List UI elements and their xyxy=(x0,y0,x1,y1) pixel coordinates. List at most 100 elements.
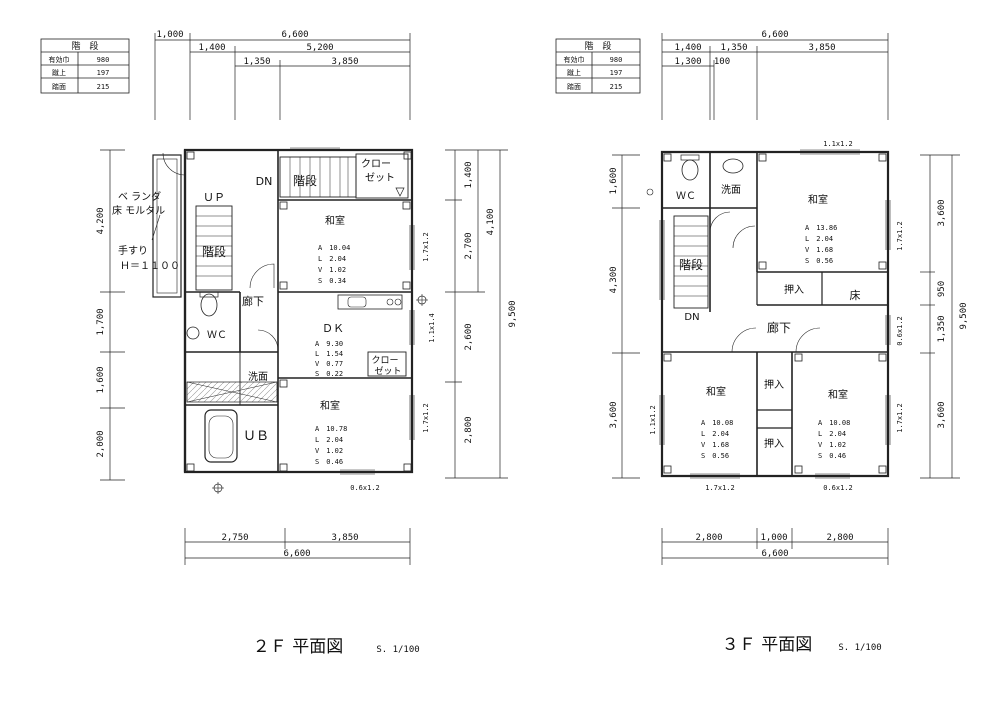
dimension-label: 1,000 xyxy=(760,533,787,543)
dimension-label: 3,600 xyxy=(937,199,947,226)
room-spec: A 13.86 xyxy=(805,224,837,232)
room-name: 和室 xyxy=(808,193,828,206)
room-spec: L 2.04 xyxy=(701,430,729,438)
window-label: 1.7x1.2 xyxy=(705,484,735,492)
label-stairs: 階段 xyxy=(293,173,317,188)
window-label: 0.6x1.2 xyxy=(896,316,904,346)
dimension-label: 3,600 xyxy=(609,401,619,428)
label-hallway: 廊下 xyxy=(767,320,791,335)
stair-table-label: 蹴上 xyxy=(567,68,581,77)
dimension-label: 2,750 xyxy=(221,533,248,543)
dimension-label: 1,600 xyxy=(609,167,619,194)
room-spec: S 0.56 xyxy=(805,257,833,265)
dimension-label: 4,200 xyxy=(96,207,106,234)
dimension-label: 100 xyxy=(714,57,730,67)
dimension-label: 6,600 xyxy=(281,30,308,40)
label-closet: ゼット xyxy=(374,365,401,377)
stair-table-label: 踏面 xyxy=(52,82,66,91)
stair-table-value: 197 xyxy=(610,69,623,77)
dimension-label: 1,400 xyxy=(198,43,225,53)
label-unit-bath: ＵＢ xyxy=(243,429,269,444)
room-spec: V 0.77 xyxy=(315,360,343,368)
dimension-label: 9,500 xyxy=(508,300,518,327)
dimension-label: 6,600 xyxy=(761,30,788,40)
dimension-label: 1,000 xyxy=(156,30,183,40)
label-handrail-height: Ｈ＝１１００ xyxy=(120,261,180,272)
dimension-label: 6,600 xyxy=(761,549,788,559)
window-label: 1.1x1.2 xyxy=(823,140,853,148)
room-spec: S 0.46 xyxy=(818,452,846,460)
window-label: 1.7x1.2 xyxy=(422,232,430,262)
room-spec: A 10.08 xyxy=(701,419,733,427)
dimension-label: 2,800 xyxy=(695,533,722,543)
room-name: ＤＫ xyxy=(322,322,344,335)
label-stairs: 階段 xyxy=(202,244,226,259)
room-spec: S 0.22 xyxy=(315,370,343,378)
room-spec: L 2.04 xyxy=(318,255,346,263)
room-name: 和室 xyxy=(320,399,340,412)
room-spec: S 0.56 xyxy=(701,452,729,460)
room-spec: A 10.08 xyxy=(818,419,850,427)
room-name: 和室 xyxy=(325,214,345,227)
dimension-lines-3f xyxy=(612,33,960,565)
dimension-label: 2,800 xyxy=(464,416,474,443)
label-veranda-floor: 床 モルタル xyxy=(112,204,165,217)
label-stairs: 階段 xyxy=(679,257,703,272)
room-spec: V 1.02 xyxy=(318,266,346,274)
room-spec: S 0.46 xyxy=(315,458,343,466)
dimension-label: 9,500 xyxy=(959,302,969,329)
dimension-label: 1,700 xyxy=(96,308,106,335)
window-label: 1.7x1.2 xyxy=(896,403,904,433)
window-label: 1.7x1.2 xyxy=(422,403,430,433)
dimension-label: 6,600 xyxy=(283,549,310,559)
stair-table-label: 有効巾 xyxy=(49,55,70,64)
room-name: 和室 xyxy=(828,388,848,401)
stair-spec-table-2f xyxy=(40,38,130,94)
label-wc: ＷＣ xyxy=(676,191,696,202)
room-spec: L 2.04 xyxy=(805,235,833,243)
room-spec: V 1.68 xyxy=(701,441,729,449)
label-closet: ゼット xyxy=(365,172,395,184)
label-tokonoma: 床 xyxy=(850,288,861,302)
scale-label: S. 1/100 xyxy=(838,643,881,653)
label-washroom: 洗面 xyxy=(248,371,268,383)
dimension-label: 1,350 xyxy=(243,57,270,67)
dimension-label: 3,600 xyxy=(937,401,947,428)
room-spec: V 1.02 xyxy=(315,447,343,455)
plan-title-3f: ３Ｆ 平面図 xyxy=(722,635,812,655)
dimension-label: 1,600 xyxy=(96,366,106,393)
label-closet: クロー xyxy=(371,355,398,366)
dimension-label: 3,850 xyxy=(331,57,358,67)
window-label: 0.6x1.2 xyxy=(823,484,853,492)
dimension-label: 2,600 xyxy=(464,323,474,350)
dimension-label: 3,850 xyxy=(331,533,358,543)
dimension-lines-2f xyxy=(100,33,508,565)
room-name: 和室 xyxy=(706,385,726,398)
label-washroom: 洗面 xyxy=(721,184,741,196)
label-oshiire: 押入 xyxy=(764,378,784,391)
dimension-label: 3,850 xyxy=(808,43,835,53)
dimension-label: 1,400 xyxy=(464,161,474,188)
label-oshiire: 押入 xyxy=(784,283,804,296)
dimension-label: 1,400 xyxy=(674,43,701,53)
room-spec: L 2.04 xyxy=(315,436,343,444)
dimension-label: 5,200 xyxy=(306,43,333,53)
stair-table-label: 踏面 xyxy=(567,82,581,91)
dimension-label: 2,700 xyxy=(464,232,474,259)
label-dn: DN xyxy=(684,312,699,323)
label-closet: クロー xyxy=(361,158,391,170)
stair-table-label: 蹴上 xyxy=(52,68,66,77)
dimension-label: 4,300 xyxy=(609,266,619,293)
dimension-label: 2,000 xyxy=(96,430,106,457)
stair-table-header: 階 段 xyxy=(584,40,611,52)
label-veranda: ベ ランダ xyxy=(118,190,161,203)
room-spec: V 1.68 xyxy=(805,246,833,254)
plan-title-2f: ２Ｆ 平面図 xyxy=(253,637,343,657)
dimension-label: 950 xyxy=(937,281,947,297)
room-spec: A 10.04 xyxy=(318,244,350,252)
dimension-label: 4,100 xyxy=(486,208,496,235)
label-oshiire: 押入 xyxy=(764,437,784,450)
scale-label: S. 1/100 xyxy=(376,645,419,655)
dimension-label: 2,800 xyxy=(826,533,853,543)
